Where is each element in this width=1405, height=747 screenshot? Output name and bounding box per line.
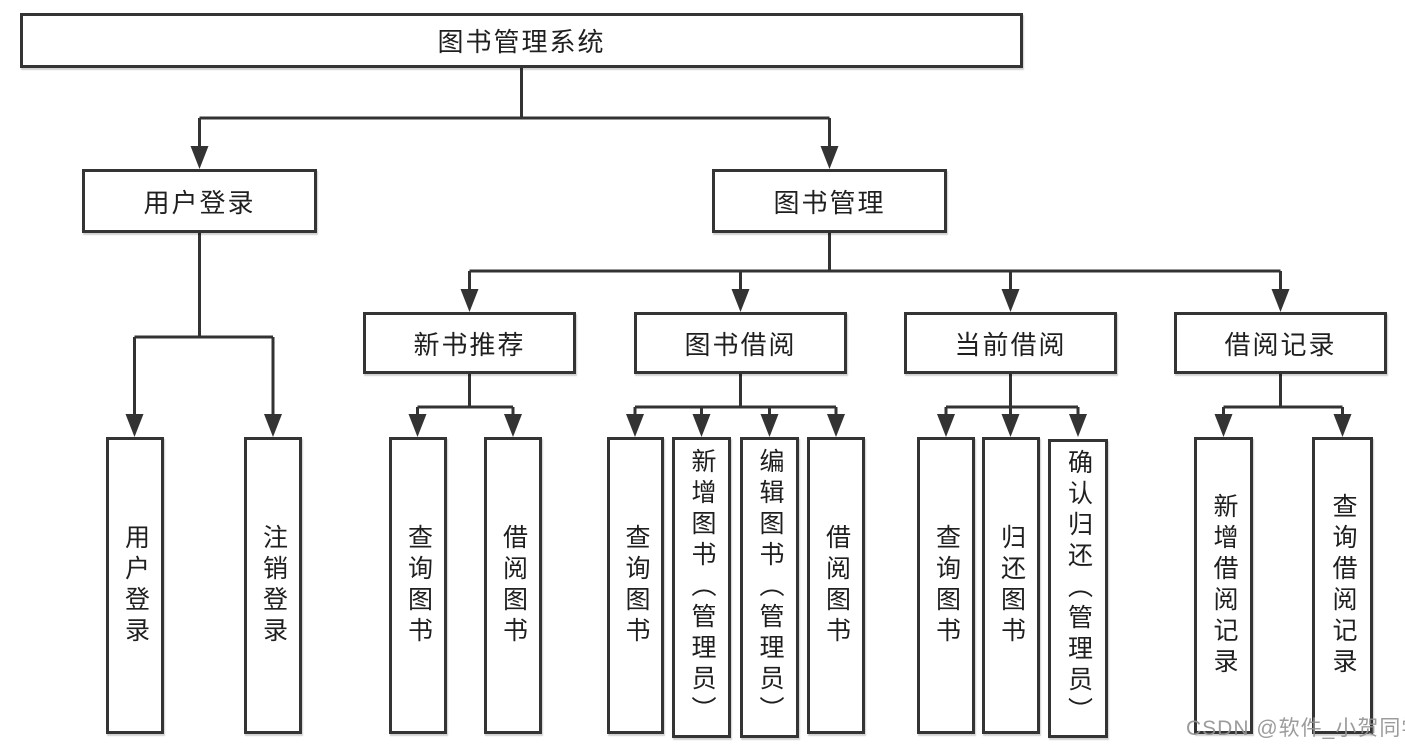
leaf-query-book-1-label: 查询图书 bbox=[404, 523, 433, 648]
leaf-return-book: 归还图书 bbox=[982, 437, 1040, 734]
leaf-query-book-3: 查询图书 bbox=[917, 437, 975, 734]
leaf-borrow-book-1: 借阅图书 bbox=[484, 437, 542, 734]
leaf-user-login: 用户登录 bbox=[106, 437, 164, 734]
node-book-mgmt-label: 图书管理 bbox=[773, 187, 886, 218]
node-borrow-record: 借阅记录 bbox=[1174, 312, 1387, 374]
node-current-borrow: 当前借阅 bbox=[904, 312, 1117, 374]
node-user-login-label: 用户登录 bbox=[143, 187, 256, 218]
leaf-query-book-1: 查询图书 bbox=[389, 437, 447, 734]
node-root-label: 图书管理系统 bbox=[437, 27, 606, 57]
leaf-return-book-label: 归还图书 bbox=[997, 523, 1026, 648]
connector-book-borrow-children bbox=[626, 374, 845, 437]
leaf-query-book-2-label: 查询图书 bbox=[622, 523, 650, 648]
node-current-borrow-label: 当前借阅 bbox=[954, 329, 1067, 360]
leaf-confirm-return-admin: 确认归还（管理员） bbox=[1048, 439, 1108, 738]
node-borrow-record-label: 借阅记录 bbox=[1224, 329, 1337, 360]
leaf-logout: 注销登录 bbox=[244, 437, 302, 734]
node-book-borrow-label: 图书借阅 bbox=[684, 329, 797, 360]
leaf-borrow-book-1-label: 借阅图书 bbox=[499, 523, 528, 648]
leaf-query-borrow-record: 查询借阅记录 bbox=[1312, 437, 1373, 734]
leaf-query-book-2: 查询图书 bbox=[607, 437, 664, 734]
node-book-mgmt: 图书管理 bbox=[712, 169, 947, 233]
connector-root-children bbox=[190, 68, 839, 169]
node-book-borrow: 图书借阅 bbox=[634, 312, 847, 374]
csdn-watermark: CSDN @软件_小贺同学 bbox=[1186, 717, 1405, 740]
connector-user-login-children bbox=[125, 233, 282, 437]
leaf-user-login-label: 用户登录 bbox=[121, 523, 150, 648]
leaf-borrow-book-2-label: 借阅图书 bbox=[822, 523, 851, 648]
leaf-query-borrow-record-label: 查询借阅记录 bbox=[1329, 492, 1357, 679]
leaf-borrow-book-2: 借阅图书 bbox=[807, 437, 865, 734]
node-user-login: 用户登录 bbox=[82, 169, 317, 233]
leaf-edit-book-admin: 编辑图书（管理员） bbox=[740, 437, 799, 738]
connector-borrow-record-children bbox=[1214, 374, 1352, 437]
leaf-edit-book-admin-label: 编辑图书（管理员） bbox=[756, 448, 784, 727]
node-new-book-rec-label: 新书推荐 bbox=[413, 329, 526, 360]
leaf-query-book-3-label: 查询图书 bbox=[932, 523, 961, 648]
connector-current-borrow-children bbox=[937, 374, 1087, 437]
node-root: 图书管理系统 bbox=[20, 13, 1023, 68]
connector-new-book-rec-children bbox=[408, 374, 522, 437]
leaf-confirm-return-admin-label: 确认归还（管理员） bbox=[1064, 449, 1093, 728]
leaf-add-borrow-record: 新增借阅记录 bbox=[1194, 437, 1253, 734]
connector-book-mgmt-children bbox=[460, 233, 1290, 312]
leaf-add-book-admin: 新增图书（管理员） bbox=[672, 437, 731, 738]
leaf-add-borrow-record-label: 新增借阅记录 bbox=[1210, 492, 1238, 679]
leaf-add-book-admin-label: 新增图书（管理员） bbox=[688, 448, 716, 727]
leaf-logout-label: 注销登录 bbox=[259, 523, 288, 648]
node-new-book-rec: 新书推荐 bbox=[363, 312, 576, 374]
